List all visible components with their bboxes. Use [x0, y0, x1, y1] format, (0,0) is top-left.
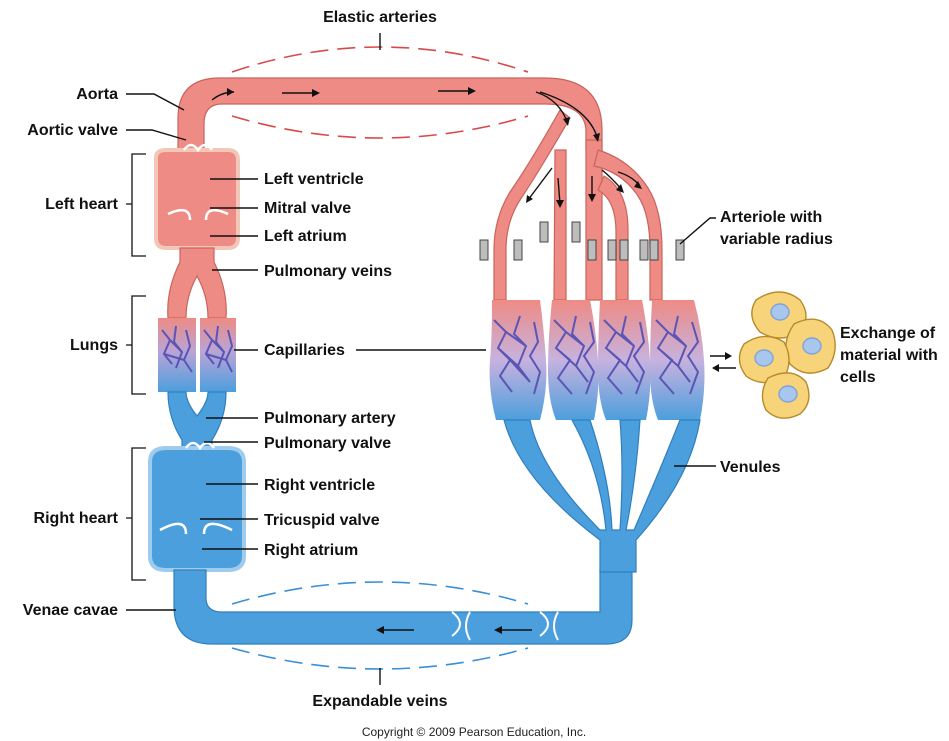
- venules-vessels: [504, 420, 700, 572]
- exchange-label-line2: material with: [840, 347, 938, 364]
- venae-cavae-vessel: [174, 570, 632, 644]
- expandable-veins-upper-arc: [232, 582, 528, 604]
- exchange-label-line3: cells: [840, 369, 876, 386]
- arteriole-label-line2: variable radius: [720, 231, 833, 248]
- left-atrium-label: Left atrium: [264, 228, 347, 245]
- copyright-text: Copyright © 2009 Pearson Education, Inc.: [362, 725, 586, 739]
- mitral-valve-label: Mitral valve: [264, 200, 351, 217]
- elastic-arteries-lower-arc: [232, 116, 528, 138]
- left-heart-bracket: [126, 154, 146, 256]
- right-heart-chamber: [150, 448, 244, 570]
- exchange-label-line1: Exchange of: [840, 325, 936, 342]
- lungs-label: Lungs: [70, 337, 118, 354]
- elastic-arteries-label: Elastic arteries: [323, 9, 437, 26]
- venae-cavae-label: Venae cavae: [23, 602, 118, 619]
- capillaries-label: Capillaries: [264, 342, 345, 359]
- artery-branch-2: [554, 150, 566, 300]
- pulmonary-veins-label: Pulmonary veins: [264, 263, 392, 280]
- elastic-arteries-upper-arc: [232, 47, 528, 72]
- lung-capillary-bed: [158, 318, 236, 392]
- venules-label: Venules: [720, 459, 781, 476]
- expandable-veins-label: Expandable veins: [312, 693, 447, 710]
- pulmonary-valve-label: Pulmonary valve: [264, 435, 391, 452]
- right-ventricle-label: Right ventricle: [264, 477, 375, 494]
- tissue-cells: [739, 292, 835, 418]
- left-ventricle-label: Left ventricle: [264, 171, 364, 188]
- pulmonary-artery-label: Pulmonary artery: [264, 410, 396, 427]
- pulmonary-veins-vessel: [168, 248, 227, 318]
- lungs-bracket: [126, 296, 146, 394]
- right-heart-bracket: [126, 448, 146, 580]
- right-heart-label: Right heart: [34, 510, 119, 527]
- systemic-capillary-beds: [490, 300, 705, 420]
- aortic-valve-label: Aortic valve: [27, 122, 118, 139]
- arteriole-label-line1: Arteriole with: [720, 209, 822, 226]
- aorta-vessel: [178, 78, 602, 150]
- left-heart-label: Left heart: [45, 196, 119, 213]
- left-heart-chamber: [156, 150, 238, 248]
- tricuspid-valve-label: Tricuspid valve: [264, 512, 380, 529]
- expandable-veins-lower-arc: [232, 648, 528, 669]
- aorta-label: Aorta: [76, 86, 118, 103]
- right-atrium-label: Right atrium: [264, 542, 358, 559]
